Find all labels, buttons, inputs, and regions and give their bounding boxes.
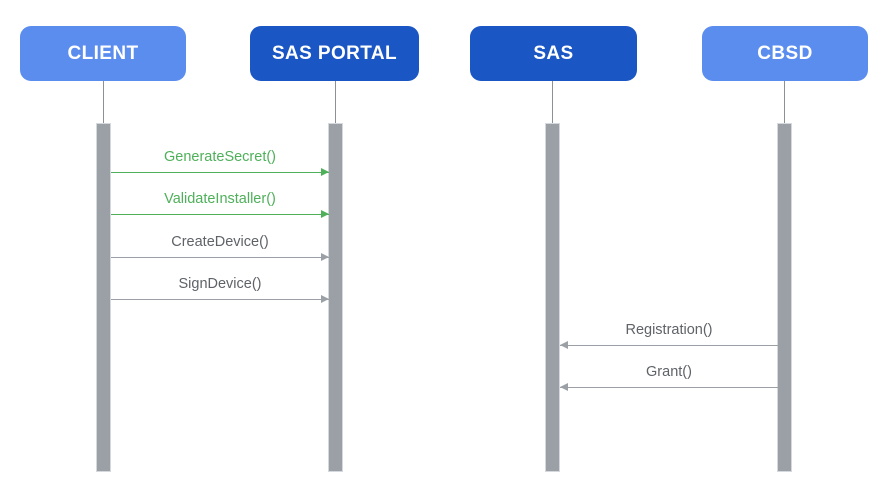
- message-line-registration: [560, 345, 778, 346]
- message-line-sign-device: [111, 299, 329, 300]
- lifeline-cbsd: [784, 81, 785, 123]
- message-arrowhead-grant: [560, 383, 568, 391]
- message-label-create-device: CreateDevice(): [171, 233, 269, 250]
- message-arrowhead-sign-device: [321, 295, 329, 303]
- activation-bar-sas-portal: [328, 123, 343, 472]
- participant-label-sas-portal: SAS PORTAL: [271, 43, 398, 64]
- participant-box-cbsd[interactable]: CBSD: [702, 26, 868, 81]
- activation-bar-sas: [545, 123, 560, 472]
- message-line-create-device: [111, 257, 329, 258]
- lifeline-sas-portal: [335, 81, 336, 123]
- message-label-sign-device: SignDevice(): [178, 275, 262, 292]
- message-line-grant: [560, 387, 778, 388]
- participant-label-client: CLIENT: [67, 43, 139, 64]
- lifeline-sas: [552, 81, 553, 123]
- participant-box-sas[interactable]: SAS: [470, 26, 637, 81]
- participant-label-cbsd: CBSD: [757, 43, 813, 64]
- message-arrowhead-validate-installer: [321, 210, 329, 218]
- message-label-generate-secret: GenerateSecret(): [163, 148, 277, 165]
- message-label-validate-installer: ValidateInstaller(): [164, 190, 276, 207]
- message-label-registration: Registration(): [625, 321, 713, 338]
- activation-bar-cbsd: [777, 123, 792, 472]
- message-arrowhead-registration: [560, 341, 568, 349]
- participant-box-sas-portal[interactable]: SAS PORTAL: [250, 26, 419, 81]
- message-arrowhead-generate-secret: [321, 168, 329, 176]
- message-line-generate-secret: [111, 172, 329, 173]
- participant-box-client[interactable]: CLIENT: [20, 26, 186, 81]
- message-line-validate-installer: [111, 214, 329, 215]
- activation-bar-client: [96, 123, 111, 472]
- lifeline-client: [103, 81, 104, 123]
- message-label-grant: Grant(): [646, 363, 692, 380]
- participant-label-sas: SAS: [533, 43, 574, 64]
- message-arrowhead-create-device: [321, 253, 329, 261]
